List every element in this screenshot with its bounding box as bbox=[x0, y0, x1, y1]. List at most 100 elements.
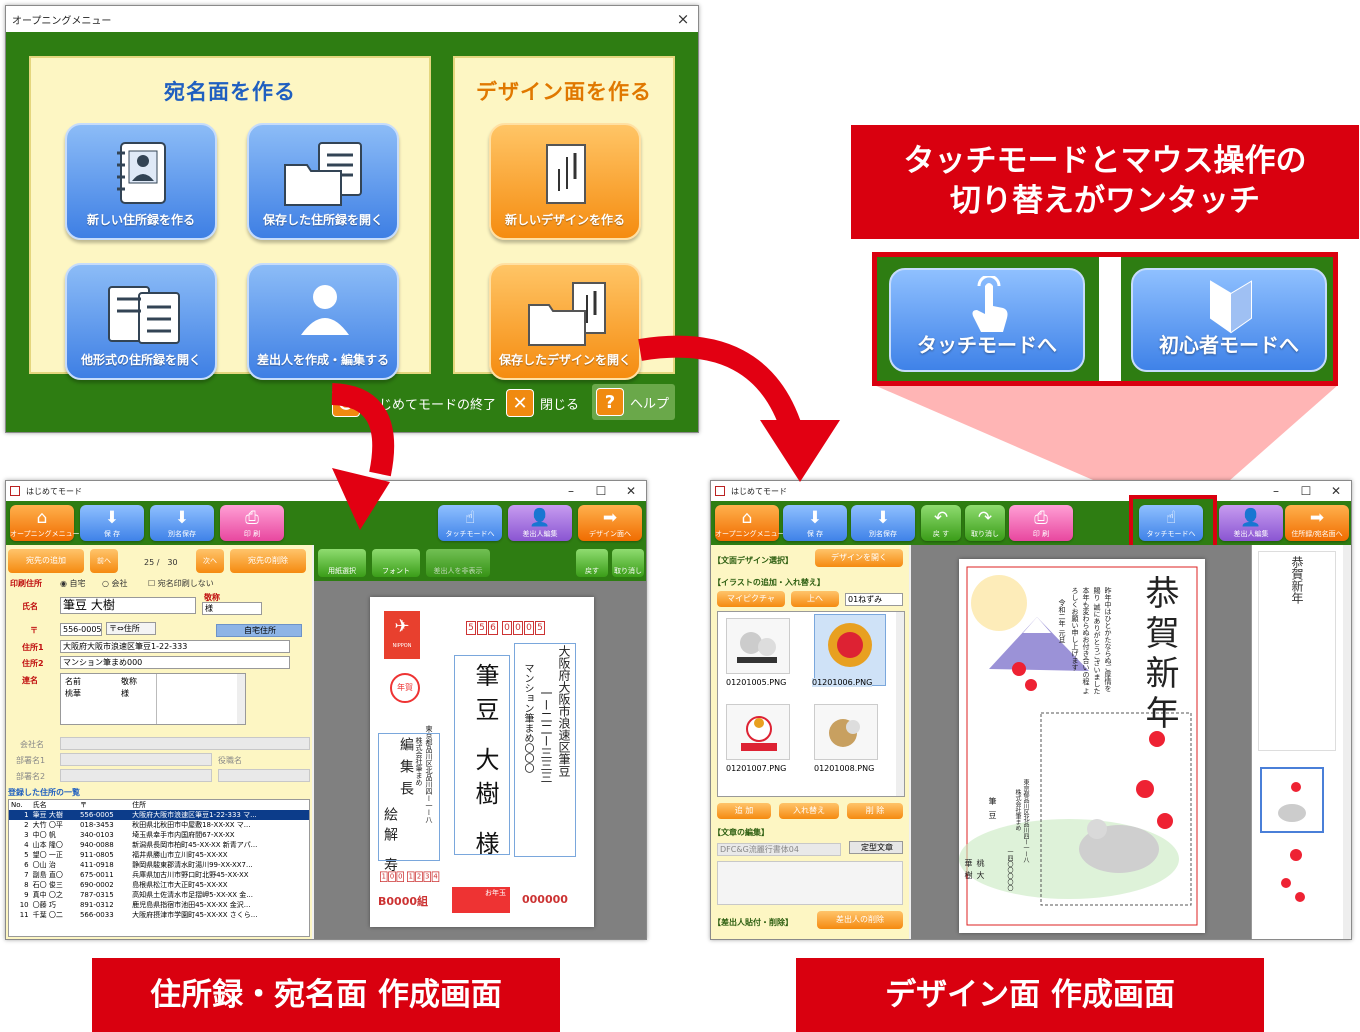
to-address-button[interactable]: ➡住所録/宛名面へ bbox=[1285, 505, 1349, 541]
column-header[interactable]: No. bbox=[11, 801, 23, 809]
joint-names-grid[interactable]: 名前 敬称 桃華 様 bbox=[60, 673, 246, 725]
open-design-button[interactable]: 保存したデザインを開く bbox=[489, 263, 641, 380]
column-header[interactable]: 住所 bbox=[132, 801, 147, 809]
delete-recipient-button[interactable]: 宛先の削除 bbox=[230, 549, 306, 573]
redo-button[interactable]: 取り消し bbox=[612, 549, 644, 577]
column-header[interactable]: 〒 bbox=[79, 801, 87, 809]
touch-mode-big-button[interactable]: タッチモードへ bbox=[889, 268, 1085, 372]
opening-menu-button[interactable]: ⌂オープニングメニュー bbox=[10, 505, 80, 541]
radio-company[interactable]: ○ 会社 bbox=[102, 579, 128, 588]
sender-address: 東京都品川区北品川四ー一ー八 bbox=[425, 725, 433, 823]
page-thumb-text[interactable]: 恭賀新年 bbox=[1258, 551, 1336, 751]
maximize-icon[interactable]: ☐ bbox=[1300, 484, 1312, 498]
up-button[interactable]: 上へ bbox=[791, 591, 839, 607]
next-button[interactable]: 次へ bbox=[196, 549, 224, 573]
zip-digit: 3 bbox=[423, 871, 431, 882]
sender-edit-button[interactable]: 👤差出人編集 bbox=[508, 505, 572, 541]
thumbnail-4[interactable] bbox=[814, 704, 878, 760]
sender-edit-button[interactable]: 👤差出人編集 bbox=[1219, 505, 1283, 541]
table-cell: 秋田県北秋田市中屋敷18-XX-XX マ... bbox=[132, 821, 251, 829]
radio-home[interactable]: ◉ 自宅 bbox=[60, 579, 86, 588]
column-header[interactable]: 氏名 bbox=[32, 801, 47, 809]
help-button[interactable]: ? ヘルプ bbox=[592, 384, 676, 420]
open-design-button[interactable]: デザインを開く bbox=[815, 549, 903, 567]
zip-convert-button[interactable]: 〒⇔住所 bbox=[106, 622, 156, 635]
table-cell: 556-0005 bbox=[77, 810, 131, 820]
no-print-checkbox[interactable]: ☐ 宛名印刷しない bbox=[148, 579, 214, 588]
joint-scrollbar[interactable] bbox=[237, 674, 245, 724]
zip-input[interactable]: 556-0005 bbox=[60, 623, 102, 636]
save-button[interactable]: ⬇保 存 bbox=[80, 505, 144, 541]
zip-digit: 5 bbox=[466, 621, 476, 635]
home-address-tab[interactable]: 自宅住所 bbox=[216, 624, 302, 637]
font-button[interactable]: フォント bbox=[372, 549, 420, 577]
addr1-input[interactable]: 大阪府大阪市浪速区筆豆1-22-333 bbox=[60, 640, 290, 653]
delete-illust-button[interactable]: 削 除 bbox=[847, 803, 903, 819]
page-thumb-flowers[interactable] bbox=[1266, 841, 1320, 911]
add-recipient-button[interactable]: 宛先の追加 bbox=[8, 549, 84, 573]
table-cell: 静岡県駿東郡清水町湯川99-XX-XX7... bbox=[132, 861, 253, 869]
beginner-mode-big-button[interactable]: 初心者モードへ bbox=[1131, 268, 1327, 372]
save-as-button[interactable]: ⬇別名保存 bbox=[851, 505, 915, 541]
design-postcard[interactable]: 恭賀新年 昨年中はひとかたならぬご厚情を賜り 誠にありがとうございました 本年も… bbox=[959, 559, 1205, 933]
touch-mode-button[interactable]: ☝タッチモードへ bbox=[438, 505, 502, 541]
touch-mode-button[interactable]: ☝タッチモードへ bbox=[1139, 505, 1203, 541]
open-address-book-button[interactable]: 保存した住所録を開く bbox=[247, 123, 399, 240]
undo-button[interactable]: ↶戻 す bbox=[921, 505, 961, 541]
save-button[interactable]: ⬇保 存 bbox=[783, 505, 847, 541]
add-illust-button[interactable]: 追 加 bbox=[717, 803, 771, 819]
prev-button[interactable]: 前へ bbox=[90, 549, 118, 573]
page-thumb-scrollbar[interactable] bbox=[1343, 545, 1351, 939]
name-input[interactable]: 筆豆 大樹 bbox=[60, 597, 196, 614]
paper-select-button[interactable]: 用紙選択 bbox=[318, 549, 366, 577]
minimize-icon[interactable]: – bbox=[1273, 484, 1279, 498]
close-icon[interactable]: × bbox=[676, 10, 690, 28]
delete-sender-button[interactable]: 差出人の削除 bbox=[817, 911, 903, 929]
edit-sender-button[interactable]: 差出人を作成・編集する bbox=[247, 263, 399, 380]
undo-button[interactable]: 戻す bbox=[576, 549, 608, 577]
thumbnail-2[interactable] bbox=[814, 614, 886, 686]
thumbnail-grid[interactable]: 01201005.PNG 01201006.PNG 01201007.PNG 0… bbox=[717, 611, 905, 797]
replace-illust-button[interactable]: 入れ替え bbox=[779, 803, 839, 819]
my-picture-button[interactable]: マイピクチャ bbox=[717, 591, 785, 607]
fixed-text-button[interactable]: 定型文章 bbox=[849, 841, 903, 854]
close-button[interactable]: ✕ 閉じる bbox=[506, 389, 579, 417]
thumbnail-3[interactable] bbox=[726, 704, 790, 760]
table-cell: 891-0312 bbox=[79, 901, 114, 909]
page-thumb-illust-selected[interactable] bbox=[1260, 767, 1324, 833]
thumbnail-1[interactable] bbox=[726, 618, 790, 674]
new-address-book-button[interactable]: 新しい住所録を作る bbox=[65, 123, 217, 240]
close-label: 閉じる bbox=[540, 397, 580, 413]
open-other-format-button[interactable]: 他形式の住所録を開く bbox=[65, 263, 217, 380]
opening-menu-button[interactable]: ⌂オープニングメニュー bbox=[715, 505, 785, 541]
folder-select[interactable]: 01ねずみ bbox=[845, 593, 903, 606]
close-icon[interactable]: ✕ bbox=[1330, 484, 1342, 498]
maximize-icon[interactable]: ☐ bbox=[595, 484, 607, 498]
addr2-input[interactable]: マンション筆まめ000 bbox=[60, 656, 290, 669]
table-header-row: No. 氏名 〒 住所 bbox=[9, 800, 309, 810]
print-button[interactable]: ⎙印 刷 bbox=[220, 505, 284, 541]
to-design-button[interactable]: ➡デザイン面へ bbox=[578, 505, 642, 541]
minimize-icon[interactable]: – bbox=[568, 484, 574, 498]
print-button[interactable]: ⎙印 刷 bbox=[1009, 505, 1073, 541]
close-icon[interactable]: ✕ bbox=[625, 484, 637, 498]
honorific-select[interactable]: 様 bbox=[202, 602, 262, 615]
save-as-button[interactable]: ⬇別名保存 bbox=[150, 505, 214, 541]
hide-sender-button[interactable]: 差出人を非表示 bbox=[426, 549, 490, 577]
redo-button[interactable]: ↷取り消し bbox=[965, 505, 1005, 541]
thumbnail-scrollbar[interactable] bbox=[896, 612, 904, 796]
new-design-button[interactable]: 新しいデザインを作る bbox=[489, 123, 641, 240]
